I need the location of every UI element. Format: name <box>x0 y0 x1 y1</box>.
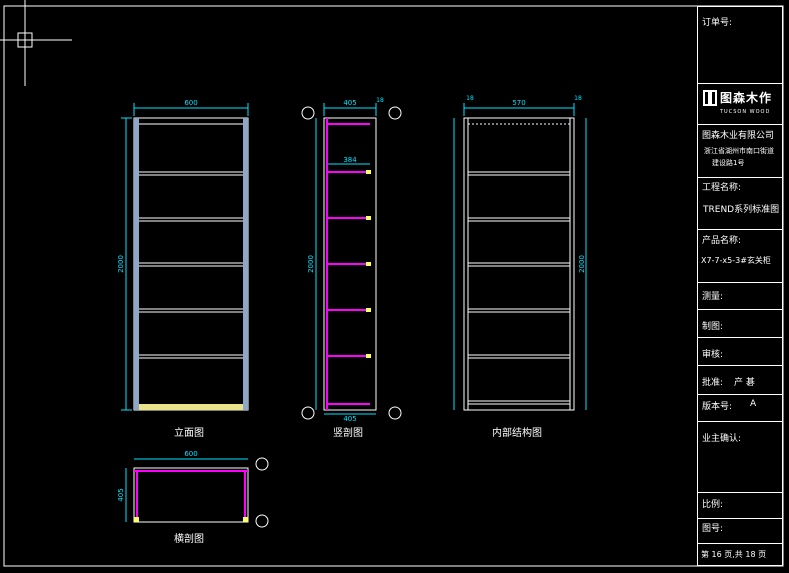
company-address-2: 建设路1号 <box>712 159 745 167</box>
title-block: 订单号: 图森木作 TUCSON WOOD 图森木业有限公司 浙江省湖州市南口街… <box>697 6 783 566</box>
int-height-dim: 2000 <box>578 255 586 273</box>
caption-elevation: 立面图 <box>174 428 204 439</box>
sect-top-small-dim: 18 <box>376 97 384 104</box>
brand-name: 图森木作 <box>720 91 773 105</box>
order-no-label: 订单号: <box>702 18 733 28</box>
sect-inner-dim: 384 <box>343 156 357 164</box>
interior-structure-view[interactable] <box>453 103 587 411</box>
draw-label: 制图: <box>702 322 724 332</box>
owner-confirm-label: 业主确认: <box>702 434 742 444</box>
version-label: 版本号: <box>702 402 733 412</box>
approve-label: 批准: <box>702 378 724 388</box>
vertical-section-view[interactable] <box>301 103 402 420</box>
approve-value: 产 碁 <box>734 378 755 388</box>
page-info: 第 16 页,共 18 页 <box>701 550 767 559</box>
crosshair-cursor <box>0 0 72 86</box>
elevation-view[interactable] <box>121 103 249 411</box>
review-label: 审核: <box>702 350 724 360</box>
project-value: TREND系列标准图 <box>703 205 780 215</box>
scale-label: 比例: <box>702 500 724 510</box>
caption-horizontal-section: 横剖图 <box>174 534 204 545</box>
project-label: 工程名称: <box>702 183 742 193</box>
drawing-frame <box>3 5 784 567</box>
measure-label: 测量: <box>702 292 724 302</box>
horizontal-section-view[interactable] <box>125 457 269 528</box>
product-value: X7-7-x5-3#玄关柜 <box>701 256 771 265</box>
plan-width-dim: 600 <box>184 450 197 458</box>
sect-top-depth-dim: 405 <box>343 99 356 107</box>
brand-logo-icon <box>703 89 717 106</box>
version-value: A <box>750 399 757 409</box>
elev-height-dim: 2000 <box>117 255 125 273</box>
elev-width-dim: 600 <box>184 99 197 107</box>
product-label: 产品名称: <box>702 236 742 246</box>
drawing-no-label: 图号: <box>702 524 724 534</box>
sect-bottom-dim: 405 <box>343 415 356 423</box>
int-left-dim: 18 <box>466 95 474 102</box>
brand-logo: 图森木作 <box>703 89 772 106</box>
brand-sub: TUCSON WOOD <box>720 109 771 115</box>
company-address-1: 浙江省湖州市南口街道 <box>704 147 774 155</box>
plan-depth-dim: 405 <box>117 488 125 501</box>
int-right-dim: 18 <box>574 95 582 102</box>
int-width-dim: 570 <box>512 99 525 107</box>
company-name: 图森木业有限公司 <box>702 131 775 141</box>
caption-vertical-section: 竖剖图 <box>333 428 363 439</box>
sect-height-dim: 2000 <box>307 255 315 273</box>
caption-interior: 内部结构图 <box>492 428 542 439</box>
